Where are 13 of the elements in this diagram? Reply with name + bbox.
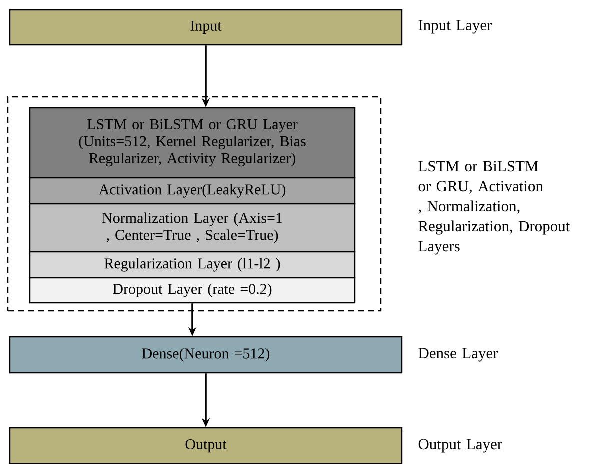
layer-box: Regularization Layer (l1-l2 ) (29, 251, 356, 279)
input-box: Input (9, 9, 403, 46)
dense-box: Dense(Neuron =512) (9, 336, 403, 374)
output-box: Output (9, 427, 403, 464)
dashed-group-box (7, 96, 382, 312)
side-label: LSTM or BiLSTM or GRU, Activation , Normalization, Regularization, Dropout Layers (418, 161, 570, 255)
side-label: Dense Layer (418, 348, 498, 362)
layer-box: Normalization Layer (Axis=1 , Center=True , Scale=True) (29, 203, 356, 253)
side-label: Input Layer (418, 20, 492, 34)
layer-box: Activation Layer(LeakyReLU) (29, 177, 356, 205)
side-label: Output Layer (418, 439, 502, 453)
layer-box: Dropout Layer (rate =0.2) (29, 277, 356, 304)
layer-box: LSTM or BiLSTM or GRU Layer (Units=512, Kernel Regularizer, Bias Regularizer, Activity Regularizer) (29, 107, 356, 179)
